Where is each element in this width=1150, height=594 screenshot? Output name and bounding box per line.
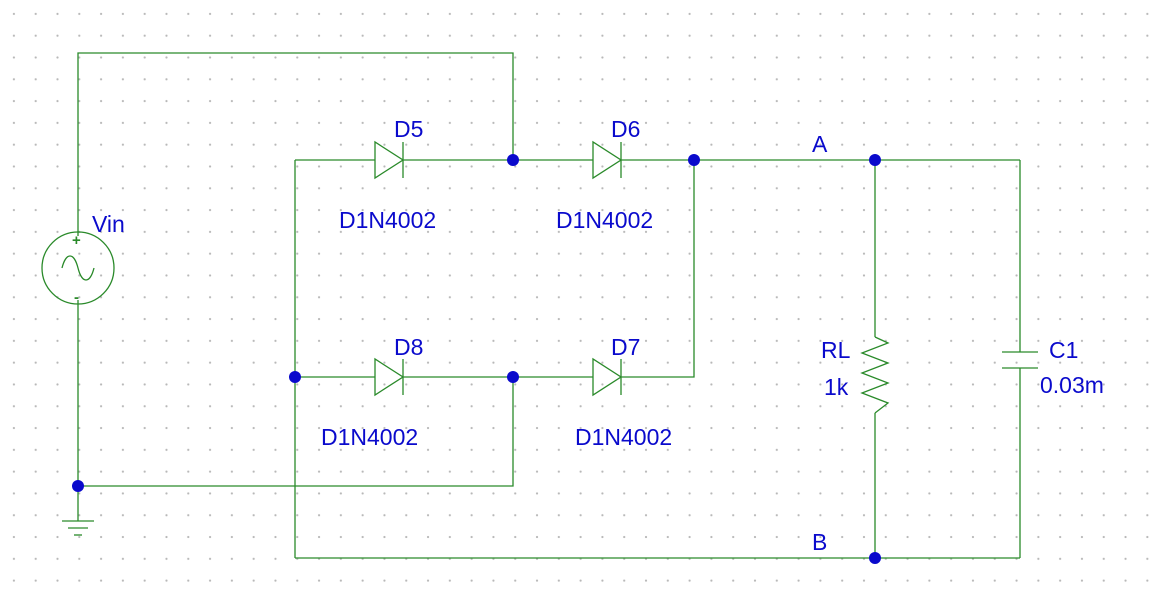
wire-vin-bottom bbox=[77, 300, 514, 487]
junction-dot bbox=[289, 371, 301, 383]
junction-dot bbox=[507, 154, 519, 166]
diode-d5-model: D1N4002 bbox=[339, 207, 436, 233]
wire-vin-top bbox=[77, 52, 514, 236]
diode-d7-symbol bbox=[592, 357, 623, 397]
source-minus-sign: - bbox=[74, 289, 79, 306]
node-label-b: B bbox=[812, 529, 827, 555]
resistor-ref: RL bbox=[821, 337, 851, 363]
voltage-source-vin[interactable]: + - Vin bbox=[41, 211, 125, 306]
junction-dot bbox=[72, 480, 84, 492]
resistor-symbol bbox=[860, 336, 890, 414]
diode-d6-ref: D6 bbox=[611, 116, 640, 142]
diode-d5[interactable]: D5 D1N4002 bbox=[339, 116, 436, 233]
resistor-value: 1k bbox=[824, 374, 849, 400]
junction-dot bbox=[688, 154, 700, 166]
ground-icon bbox=[62, 520, 94, 536]
diode-d8-model: D1N4002 bbox=[321, 424, 418, 450]
junction-dot-node-b bbox=[869, 552, 881, 564]
wire-d7-right bbox=[621, 160, 695, 378]
diode-d8[interactable]: D8 D1N4002 bbox=[321, 334, 423, 450]
diode-d5-ref: D5 bbox=[394, 116, 423, 142]
node-label-a: A bbox=[812, 131, 828, 157]
capacitor-value: 0.03m bbox=[1040, 372, 1104, 398]
junctions bbox=[72, 154, 881, 564]
diode-d8-ref: D8 bbox=[394, 334, 423, 360]
diode-d7-ref: D7 bbox=[611, 334, 640, 360]
diode-d7[interactable]: D7 D1N4002 bbox=[575, 334, 672, 450]
diode-d6[interactable]: D6 D1N4002 bbox=[556, 116, 653, 233]
source-label: Vin bbox=[92, 211, 125, 237]
diode-d5-symbol bbox=[374, 140, 405, 180]
resistor-rl[interactable]: RL 1k bbox=[821, 336, 890, 414]
junction-dot bbox=[507, 371, 519, 383]
diode-d6-symbol bbox=[592, 140, 623, 180]
ac-source-symbol bbox=[41, 231, 115, 305]
diode-d6-model: D1N4002 bbox=[556, 207, 653, 233]
diode-d8-symbol bbox=[374, 357, 405, 397]
diode-d7-model: D1N4002 bbox=[575, 424, 672, 450]
capacitor-c1[interactable]: C1 0.03m bbox=[1002, 337, 1104, 398]
sine-wave-icon bbox=[61, 255, 95, 281]
wires bbox=[77, 52, 1021, 559]
capacitor-ref: C1 bbox=[1049, 337, 1078, 363]
junction-dot-node-a bbox=[869, 154, 881, 166]
source-plus-sign: + bbox=[72, 232, 81, 249]
